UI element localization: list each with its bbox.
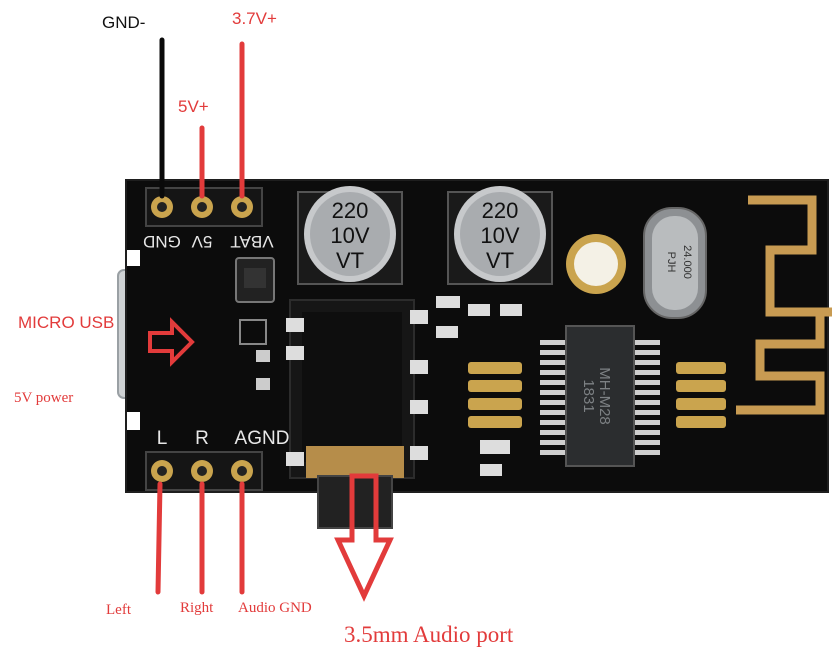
crystal-oscillator: PJH 24.000 [643, 207, 707, 319]
silk-gnd: GND [143, 232, 181, 251]
pcb-antenna [736, 195, 832, 415]
capacitor-2: 220 10V VT [447, 186, 553, 285]
label-audio-gnd: Audio GND [238, 600, 312, 616]
label-gnd: GND- [102, 13, 145, 32]
cap1-line1: 220 [332, 198, 369, 223]
silk-vbat: VBAT [230, 232, 273, 251]
mounting-pad [566, 234, 626, 294]
left-wire [155, 481, 163, 595]
label-micro-usb: MICRO USB [18, 313, 114, 332]
cap1-line3: VT [336, 248, 364, 273]
audio-port-arrow-icon [334, 473, 394, 602]
cap2-line3: VT [486, 248, 514, 273]
annotation-wires [155, 37, 245, 595]
bluetooth-chip: MH-M28 1831 [540, 325, 660, 467]
crystal-line1: PJH [665, 252, 677, 273]
usb-arrow-icon [148, 317, 195, 367]
label-3v7: 3.7V+ [232, 9, 277, 28]
label-5v-power: 5V power [14, 390, 73, 406]
silk-r: R [195, 428, 209, 449]
chip-line1: MH-M28 [596, 367, 613, 425]
smd-resistor-arrays [436, 296, 726, 476]
cap1-line2: 10V [330, 223, 369, 248]
silk-5v: 5V [191, 232, 212, 251]
crystal-line2: 24.000 [681, 245, 693, 279]
label-left: Left [106, 602, 132, 618]
label-right: Right [180, 600, 214, 616]
label-audio-port: 3.5mm Audio port [344, 622, 514, 647]
audio-jack [286, 299, 428, 529]
cap2-line1: 220 [482, 198, 519, 223]
smd-components-left [235, 257, 275, 390]
top-pin-silkscreen: GND 5V VBAT [143, 232, 273, 251]
cap2-line2: 10V [480, 223, 519, 248]
capacitor-1: 220 10V VT [297, 186, 403, 285]
silk-agnd: AGND [235, 428, 290, 449]
chip-line2: 1831 [580, 379, 597, 412]
label-5v: 5V+ [178, 97, 209, 116]
bottom-pin-silkscreen: L R AGND [157, 428, 290, 449]
silk-l: L [157, 428, 168, 449]
